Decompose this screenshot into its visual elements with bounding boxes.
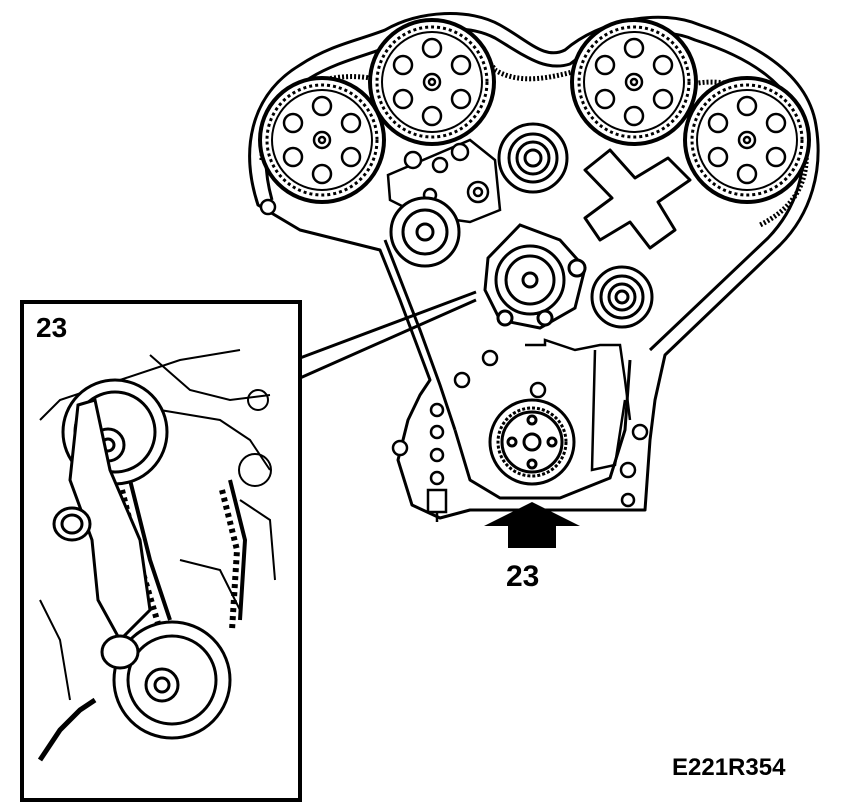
inset-leader-lines: [299, 290, 477, 380]
inset-detail: [20, 300, 302, 802]
camshaft-gear-1: [258, 76, 386, 204]
camshaft-gear-2: [368, 18, 496, 146]
callout-label-inset: 23: [36, 312, 68, 343]
crankshaft-gear: [488, 398, 576, 486]
camshaft-gear-3: [570, 18, 698, 146]
tensioner-assembly: [483, 223, 587, 330]
oil-pump-housing: [525, 338, 632, 472]
pointer-arrow: [484, 502, 580, 548]
cover-bosses: [259, 198, 649, 508]
tensioner-pulley-left: [389, 196, 461, 268]
camshaft-gear-4: [683, 76, 811, 204]
figure-id-label: E221R354: [672, 754, 786, 781]
drain-plug: [426, 488, 448, 522]
callout-label-main: 23: [506, 560, 540, 593]
idler-pulley-upper: [497, 122, 569, 194]
x-bracket: [583, 148, 692, 250]
idler-pulley-right: [590, 265, 654, 329]
